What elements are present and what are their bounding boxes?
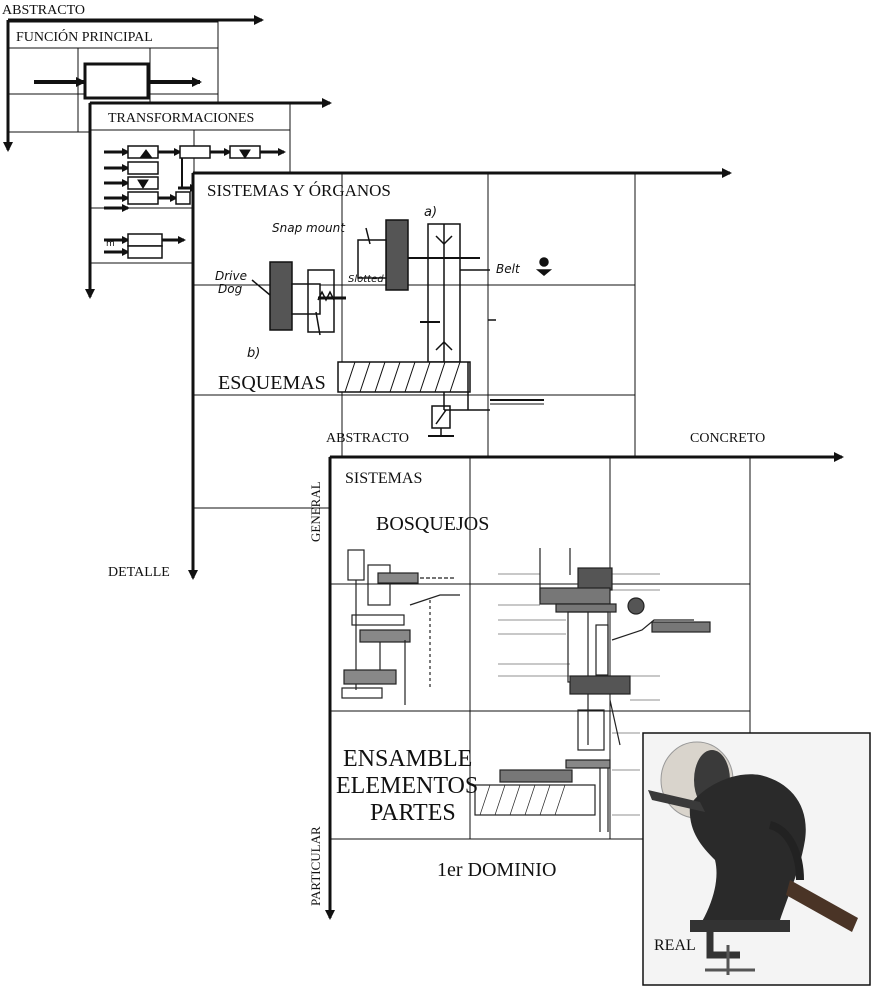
- row-systems: SISTEMAS: [345, 470, 422, 487]
- row-sketches: BOSQUEJOS: [376, 513, 489, 535]
- row-elements: ELEMENTOS: [336, 773, 478, 799]
- row-parts: PARTES: [370, 800, 456, 826]
- gear-stack-right: [386, 220, 408, 290]
- drive-note: Drive: [215, 269, 247, 283]
- abstract-axis-label: ABSTRACTO: [2, 3, 85, 18]
- b-note: b): [247, 346, 260, 361]
- snap-mount-note: Snap mount: [272, 221, 346, 235]
- real-photo: REAL: [643, 733, 870, 985]
- domain-label: 1er DOMINIO: [437, 859, 556, 881]
- layer3-title: SISTEMAS Y ÓRGANOS: [207, 181, 391, 200]
- concrete-label: CONCRETO: [690, 431, 765, 446]
- slotted-note: Slotted: [348, 274, 384, 285]
- belt-note: Belt: [496, 262, 521, 276]
- particular-label: PARTICULAR: [308, 826, 323, 906]
- layer3-subtitle: ESQUEMAS: [218, 372, 326, 394]
- a-note: a): [424, 205, 437, 220]
- dog-note: Dog: [218, 282, 243, 296]
- detail-axis-label: DETALLE: [108, 565, 170, 580]
- general-label: GENERAL: [308, 481, 323, 542]
- function-box: [85, 64, 148, 98]
- row-assembly: ENSAMBLE: [343, 746, 472, 772]
- layer2-title: TRANSFORMACIONES: [108, 111, 254, 126]
- layer1-title: FUNCIÓN PRINCIPAL: [16, 28, 153, 45]
- gear-stack-left: [270, 262, 292, 330]
- abstract-left-label: ABSTRACTO: [326, 431, 409, 446]
- photo-label: REAL: [654, 937, 696, 954]
